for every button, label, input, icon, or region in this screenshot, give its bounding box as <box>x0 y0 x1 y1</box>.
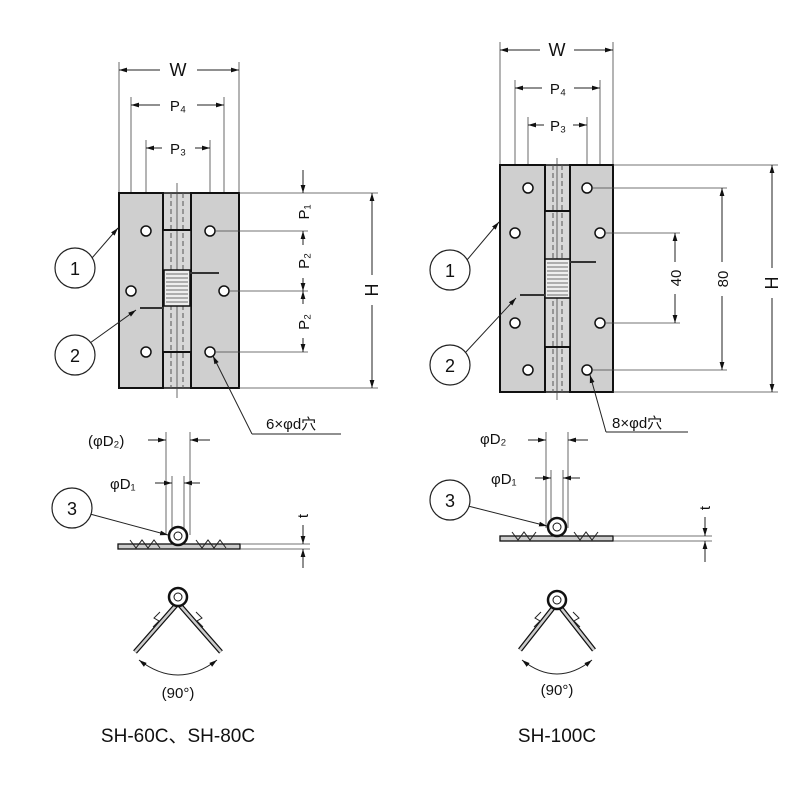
left-side-view: (φD₂) φD₁ 3 t <box>51 432 312 568</box>
holes-note: 8×φd穴 <box>612 415 662 432</box>
spring <box>163 269 191 307</box>
dim-p3: P₃ <box>170 141 186 158</box>
dim-d2: φD₂ <box>480 431 507 448</box>
callout-3: 3 <box>67 499 77 519</box>
dim-p2-a: P₂ <box>296 253 313 269</box>
dim-w: W <box>549 40 566 60</box>
left-hinge-front-view <box>118 62 378 398</box>
left-open-angle-view: (90°) SH-60C、SH-80C <box>101 586 255 747</box>
left-dimensions: W P₄ P₃ P₁ P₂ P₂ H <box>119 60 382 388</box>
dim-p1: P₁ <box>296 204 313 219</box>
model-label-left: SH-60C、SH-80C <box>101 726 255 747</box>
dim-h: H <box>762 277 782 290</box>
callout-1: 1 <box>70 259 80 279</box>
callout-2: 2 <box>70 346 80 366</box>
dim-p4: P₄ <box>550 81 566 98</box>
dim-w: W <box>170 60 187 80</box>
dim-p2-b: P₂ <box>296 314 313 330</box>
mounting-holes <box>125 225 230 358</box>
left-callouts: 1 2 6×φd穴 <box>54 227 341 435</box>
right-dimensions: W P₄ P₃ 40 80 H <box>500 40 782 392</box>
dim-h: H <box>362 284 382 297</box>
right-side-view: φD₂ φD₁ 3 t <box>429 431 714 562</box>
model-label-right: SH-100C <box>518 726 596 747</box>
dim-80: 80 <box>715 271 732 288</box>
dim-d2: (φD₂) <box>88 433 124 450</box>
right-open-angle-view: (90°) SH-100C <box>518 589 596 747</box>
dim-d1: φD₁ <box>110 476 136 493</box>
angle-label: (90°) <box>541 682 574 699</box>
dim-t: t <box>295 513 312 518</box>
callout-1: 1 <box>445 261 455 281</box>
right-hinge-front-view <box>499 42 778 400</box>
callout-2: 2 <box>445 356 455 376</box>
dim-p4: P₄ <box>170 98 186 115</box>
mounting-holes <box>509 182 606 376</box>
angle-label: (90°) <box>162 685 195 702</box>
dim-p3: P₃ <box>550 118 566 135</box>
right-callouts: 1 2 8×φd穴 <box>429 221 688 433</box>
dim-40: 40 <box>668 270 685 287</box>
dim-d1: φD₁ <box>491 471 517 488</box>
holes-note: 6×φd穴 <box>266 416 316 433</box>
callout-3: 3 <box>445 491 455 511</box>
dim-t: t <box>697 505 714 510</box>
right-leaf <box>190 192 240 389</box>
